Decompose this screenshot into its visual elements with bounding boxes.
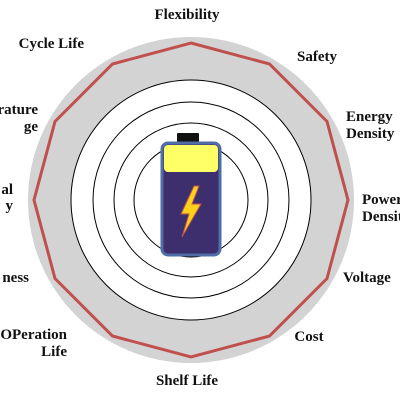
axis-label-5: Voltage (343, 270, 391, 286)
grid-ring-1 (70, 79, 312, 321)
axis-label-2-line-1: Safety (297, 49, 337, 65)
axis-label-8-line-2: Life (41, 344, 67, 360)
axis-label-9: ness (2, 270, 29, 286)
grid-ring-3 (113, 122, 269, 278)
axis-label-10-line-2: y (6, 198, 14, 214)
axis-label-5-line-1: Voltage (343, 270, 391, 286)
axis-label-3-line-2: Density (346, 126, 395, 142)
axis-label-7: Shelf Life (156, 373, 218, 389)
axis-label-4-line-1: Power (362, 192, 400, 208)
axis-label-4-line-2: Density (362, 209, 400, 225)
axis-label-1: Flexibility (155, 7, 220, 23)
axis-label-12-line-1: Cycle Life (19, 36, 85, 52)
axis-label-11-line-1: rature (0, 102, 38, 118)
axis-label-8-line-1: OPeration (0, 327, 67, 343)
grid-ring-2 (92, 101, 290, 299)
battery-icon (160, 133, 222, 257)
battery-cap (177, 133, 199, 144)
axis-label-9-line-1: ness (2, 270, 29, 286)
series-polygon (32, 41, 350, 359)
axis-label-4: PowerDensity (362, 192, 400, 225)
axis-label-11-line-2: ge (24, 119, 39, 135)
lightning-bolt-icon (180, 185, 202, 238)
axis-label-6-line-1: Cost (294, 329, 323, 345)
axis-label-2: Safety (297, 49, 337, 65)
axis-label-12: Cycle Life (19, 36, 85, 52)
axis-label-10-line-1: al (1, 182, 13, 198)
axis-label-6: Cost (294, 329, 323, 345)
axis-label-3-line-1: Energy (346, 109, 393, 125)
axis-label-7-line-1: Shelf Life (156, 373, 218, 389)
battery-top-fill (164, 145, 218, 172)
axis-label-1-line-1: Flexibility (155, 7, 220, 23)
